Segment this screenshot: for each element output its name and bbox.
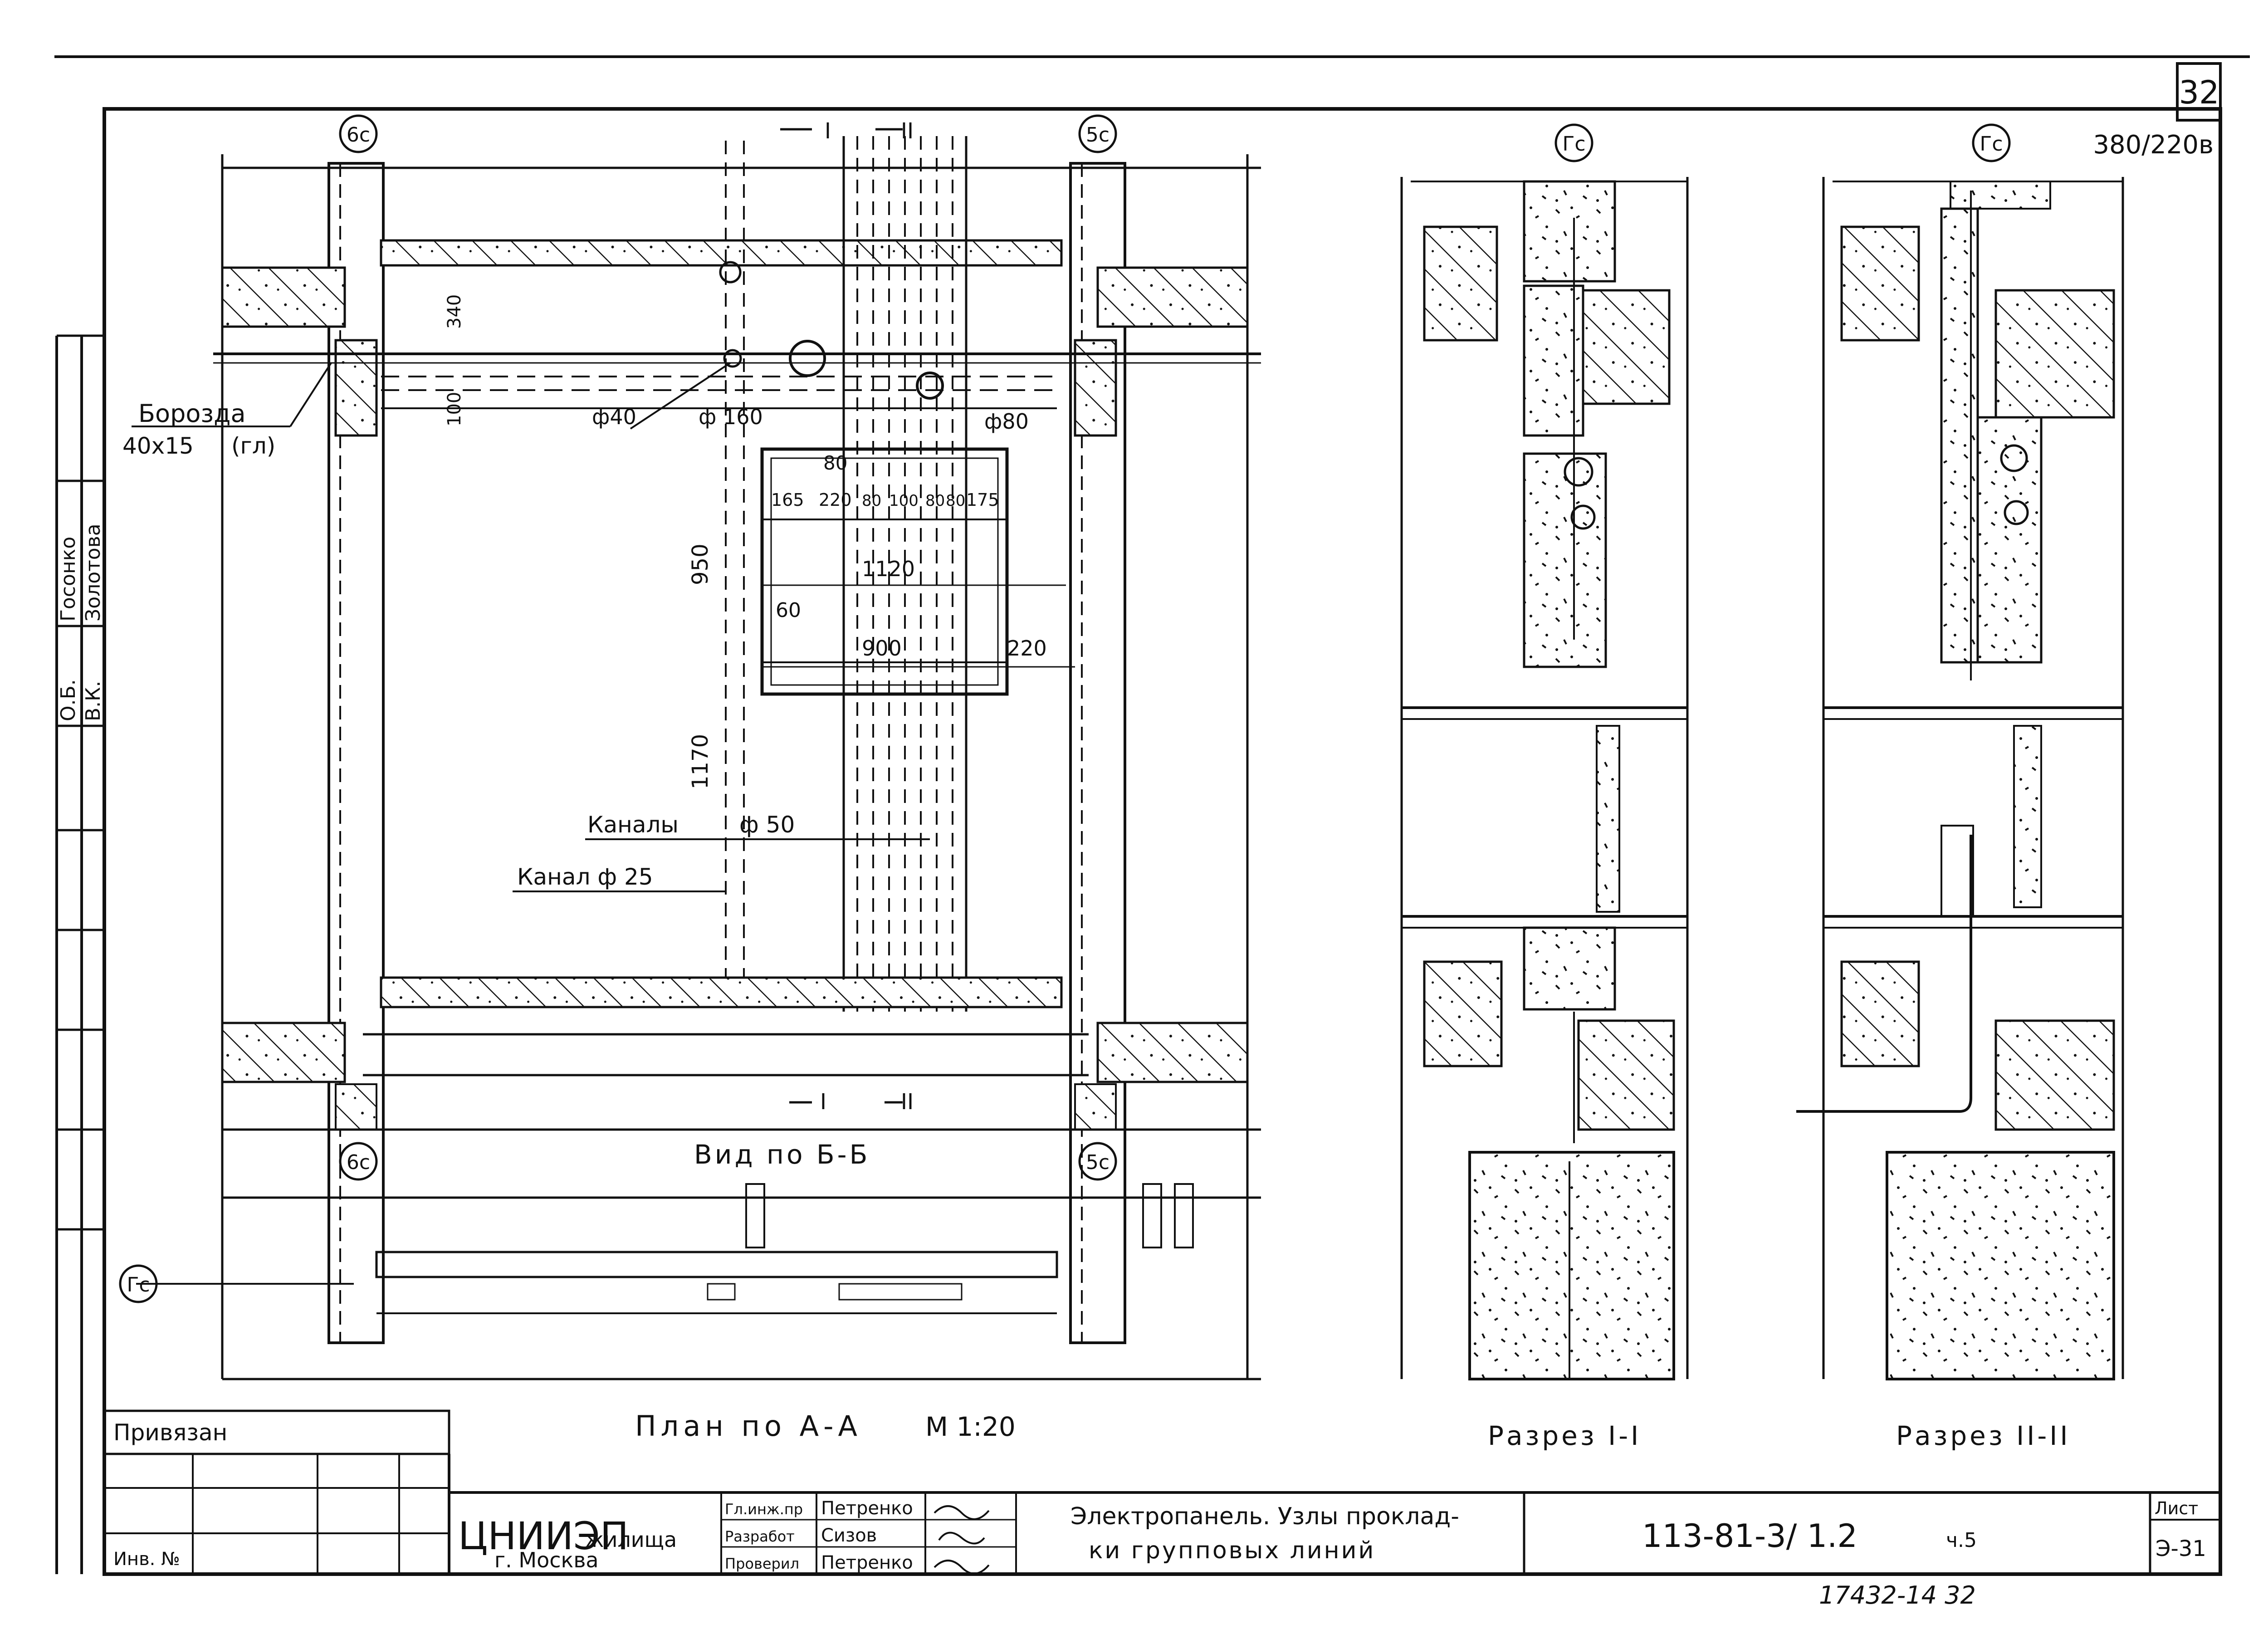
dim-950: 950 xyxy=(688,543,713,585)
dim-900: 900 xyxy=(862,636,902,660)
section2-caption: Разрез II-II xyxy=(1896,1420,2071,1451)
dim-175: 175 xyxy=(966,490,999,510)
org-city: г. Москва xyxy=(494,1548,599,1572)
section-2-2: Гс xyxy=(1796,123,2124,1380)
view-b-b-label: Вид по Б-Б xyxy=(694,1139,870,1170)
section1-caption: Разрез I-I xyxy=(1488,1420,1641,1451)
plan-caption: План по А-А xyxy=(635,1409,862,1443)
role-checked: Проверил xyxy=(725,1555,799,1572)
sheet-number: 32 xyxy=(2179,74,2219,111)
dim-phi40: ф40 xyxy=(592,405,636,429)
pipe-upper xyxy=(719,261,742,284)
axis-6c-top-label: 6с xyxy=(347,123,370,147)
person-chief-engineer: Петренко xyxy=(821,1498,913,1519)
axis-5c-top xyxy=(1078,114,1117,153)
dim-phi160: ф 160 xyxy=(699,405,763,429)
signature-2 xyxy=(938,1531,985,1545)
axis-gc-plan-label: Гс xyxy=(127,1273,150,1297)
signature-3 xyxy=(934,1560,990,1575)
dim-80-c: 80 xyxy=(946,492,965,510)
strip-role-1: О.Б. xyxy=(57,679,80,721)
axis-5c-bottom-label: 5с xyxy=(1086,1151,1110,1174)
axis-6c-bottom xyxy=(339,1142,378,1181)
pipe-phi80 xyxy=(916,372,944,400)
channel-label: Канал ф 25 xyxy=(517,864,653,890)
doc-code: 113-81-3/ 1.2 xyxy=(1642,1517,1857,1555)
plan-scale: М 1:20 xyxy=(925,1411,1016,1442)
axis-6c-bottom-label: 6с xyxy=(347,1151,370,1174)
electrical-panel-box xyxy=(760,447,1009,696)
section-mark-1-top: I xyxy=(825,118,831,144)
org-suffix: жилища xyxy=(585,1527,677,1552)
axis-6c-top xyxy=(339,114,378,153)
cable-shaft xyxy=(725,136,968,1012)
signature-1 xyxy=(934,1505,990,1520)
role-chief-engineer: Гл.инж.пр xyxy=(725,1501,803,1518)
drawing-title-line2: ки групповых линий xyxy=(1089,1537,1375,1564)
sheet-frame: 32 380/220в xyxy=(54,55,2250,1576)
dim-100-row: 100 xyxy=(889,492,919,510)
dim-220-row: 220 xyxy=(819,490,852,510)
doc-part: ч.5 xyxy=(1946,1529,1977,1552)
strip-name-2: Золотова xyxy=(82,524,105,621)
axis-5c-top-label: 5с xyxy=(1086,123,1110,147)
attached-label: Привязан xyxy=(113,1419,227,1446)
axis-gc-plan xyxy=(119,1264,158,1303)
dim-100: 100 xyxy=(444,392,465,426)
role-developer: Разработ xyxy=(725,1528,795,1545)
sheet-code: Э-31 xyxy=(2156,1536,2206,1561)
left-margin-strip: Госонко Золотова О.Б. В.К. xyxy=(55,334,105,1574)
dim-80-b: 80 xyxy=(925,492,945,510)
channels-phi: ф 50 xyxy=(739,812,795,838)
dim-phi80: ф80 xyxy=(984,409,1029,434)
section-1-1: Гс xyxy=(1400,123,1689,1380)
groove-label: Борозда xyxy=(138,399,246,428)
section1-axis-label: Гс xyxy=(1562,132,1585,156)
person-developer: Сизов xyxy=(821,1525,877,1546)
pipe-phi160 xyxy=(789,340,826,377)
dim-80: 80 xyxy=(823,452,847,474)
title-block: Привязан Инв. № ЦНИИЭП жилища г. Москва … xyxy=(103,1409,2220,1575)
section-mark-2-bottom: II xyxy=(901,1089,914,1115)
section-mark-2-top: II xyxy=(901,118,914,144)
dim-165: 165 xyxy=(771,490,804,510)
strip-role-2: В.К. xyxy=(82,681,105,721)
dim-80-a: 80 xyxy=(862,492,881,510)
dim-340: 340 xyxy=(444,294,465,329)
archive-number: 17432-14 32 xyxy=(1819,1581,1976,1610)
sheet-label: Лист xyxy=(2155,1498,2198,1518)
plan-view: 6с 5с 6с 5с Гс I II I II Борозда 40х15 (… xyxy=(119,114,1261,1380)
axis-5c-bottom xyxy=(1078,1142,1117,1181)
section2-axis-label: Гс xyxy=(1980,132,2003,156)
voltage-label: 380/220в xyxy=(2093,130,2214,160)
dim-1120: 1120 xyxy=(862,557,915,581)
dim-1170: 1170 xyxy=(688,734,713,789)
org-name: ЦНИИЭП xyxy=(458,1514,629,1558)
groove-size: 40х15 xyxy=(122,433,194,459)
section-mark-1-bottom: I xyxy=(820,1089,826,1115)
pipe-phi40 xyxy=(723,349,742,368)
drawing-title-line1: Электропанель. Узлы проклад- xyxy=(1070,1503,1459,1530)
dim-60: 60 xyxy=(776,599,801,622)
groove-note: (гл) xyxy=(231,433,275,459)
channels-label: Каналы xyxy=(587,812,679,838)
person-checked: Петренко xyxy=(821,1552,913,1573)
strip-name-1: Госонко xyxy=(57,537,80,621)
inv-label: Инв. № xyxy=(113,1549,180,1570)
dim-220: 220 xyxy=(1007,636,1047,660)
